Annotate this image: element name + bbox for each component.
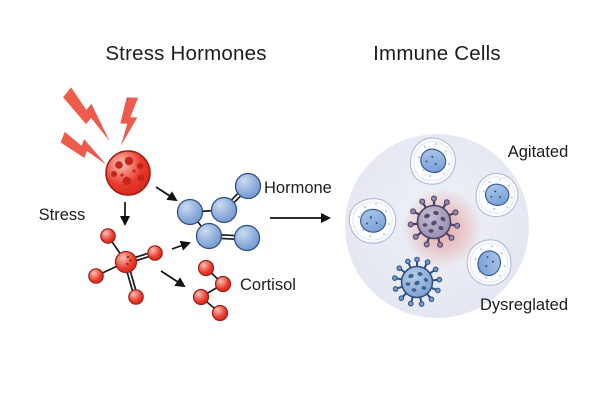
lightning-bolts bbox=[60, 87, 138, 165]
atom-sphere-central bbox=[114, 250, 138, 274]
atom-sphere bbox=[147, 245, 163, 261]
lightning-bolt-icon bbox=[60, 131, 107, 165]
virus-spots bbox=[422, 210, 446, 233]
atom-sphere bbox=[234, 172, 262, 200]
label-cortisol: Cortisol bbox=[240, 276, 296, 294]
atom-sphere bbox=[210, 196, 238, 224]
cell-speckles bbox=[357, 203, 391, 238]
atom-sphere bbox=[233, 224, 261, 252]
immune-cells-group bbox=[345, 134, 529, 318]
atom-sphere bbox=[100, 228, 116, 244]
label-dysregulated: Dysreglated bbox=[480, 296, 568, 314]
cell-nucleus bbox=[484, 183, 510, 206]
atom-sphere bbox=[197, 259, 215, 277]
atom-sphere bbox=[214, 275, 232, 293]
virus-purple bbox=[407, 195, 461, 248]
title-immune-cells: Immune Cells bbox=[373, 42, 501, 65]
arrow-molecule-to-cortisol bbox=[160, 270, 186, 288]
cell-speckles bbox=[482, 178, 513, 210]
stress-molecule bbox=[88, 228, 163, 305]
immune-cell bbox=[409, 137, 456, 185]
virus-spots bbox=[405, 272, 429, 292]
immune-cell bbox=[348, 197, 397, 244]
atom-sphere bbox=[88, 268, 104, 284]
lightning-bolt-icon bbox=[120, 97, 138, 146]
cell-speckles bbox=[417, 143, 451, 178]
atom-sphere bbox=[176, 198, 204, 226]
label-hormone: Hormone bbox=[264, 179, 332, 197]
immune-cell bbox=[475, 173, 519, 218]
arrow-cell-to-hormone bbox=[155, 186, 178, 202]
label-stress: Stress bbox=[39, 206, 86, 224]
cortisol-molecule bbox=[192, 259, 232, 322]
virus-blue bbox=[392, 256, 443, 307]
cell-nucleus bbox=[477, 250, 502, 277]
title-stress-hormones: Stress Hormones bbox=[105, 42, 266, 65]
hormone-molecule bbox=[176, 172, 262, 252]
arrow-molecule-to-hormone bbox=[171, 240, 191, 251]
cell-speckles bbox=[474, 245, 506, 279]
lightning-bolt-icon bbox=[63, 87, 110, 142]
central-atom-dots bbox=[126, 255, 132, 266]
atom-sphere bbox=[195, 222, 223, 250]
atom-sphere bbox=[192, 288, 210, 306]
cell-nucleus bbox=[360, 208, 387, 233]
atom-sphere bbox=[211, 304, 229, 322]
flow-arrows bbox=[119, 186, 332, 288]
immune-cell bbox=[466, 239, 512, 286]
stress-cell bbox=[105, 150, 151, 196]
stress-cell-spots bbox=[111, 156, 145, 186]
label-agitated: Agitated bbox=[508, 143, 569, 161]
atom-sphere bbox=[128, 289, 144, 305]
cell-nucleus bbox=[420, 148, 447, 174]
